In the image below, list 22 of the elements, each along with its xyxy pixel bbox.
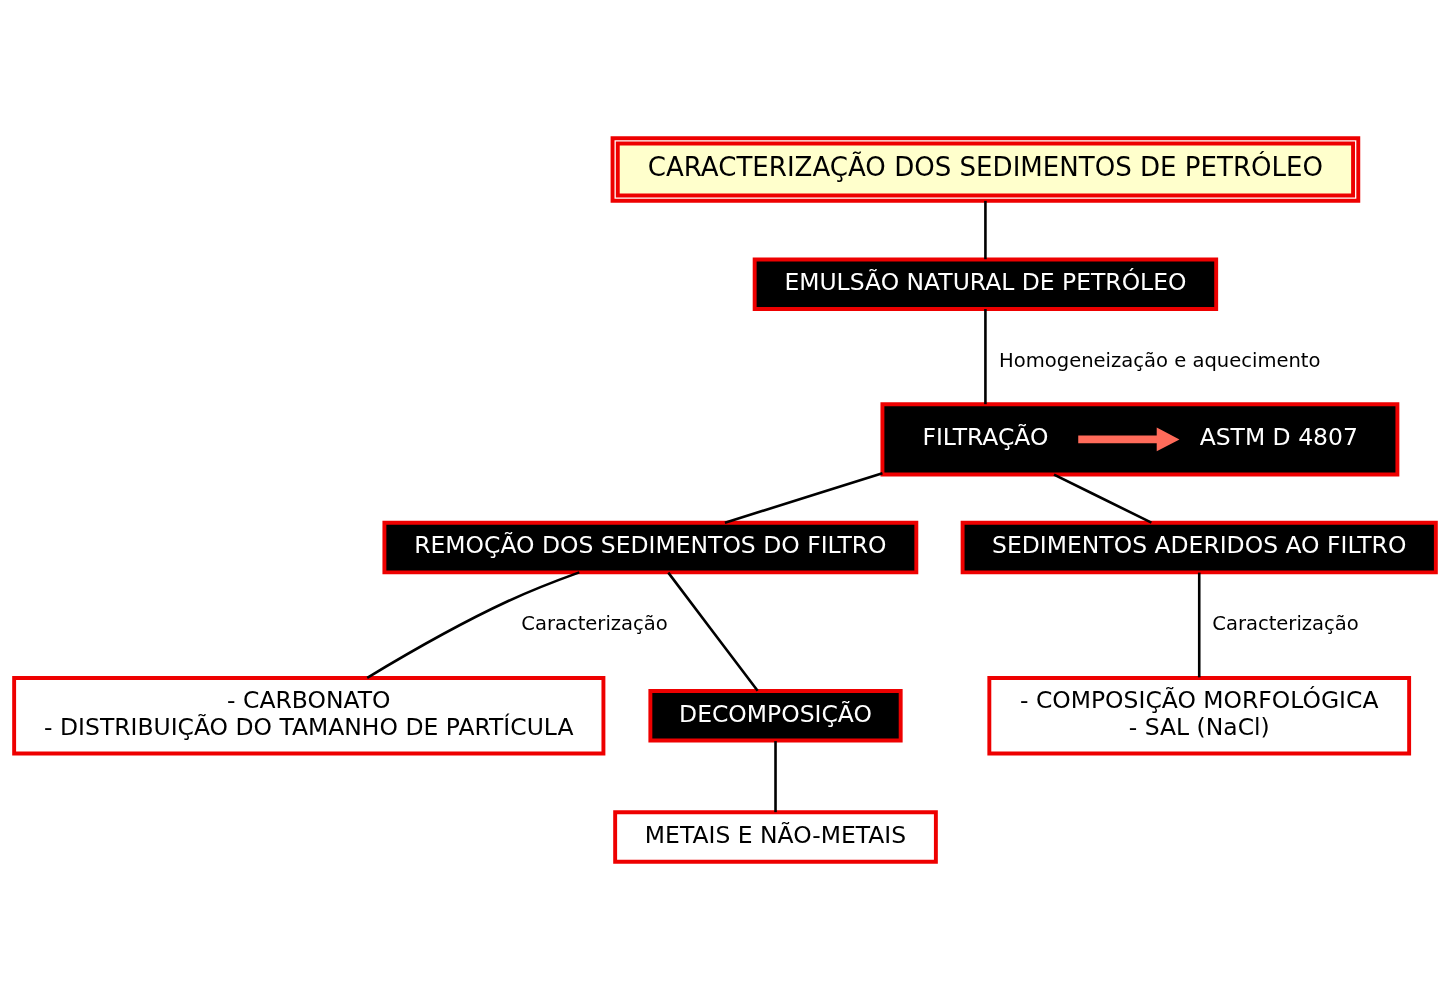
- cluster: [880, 402, 1400, 477]
- node-text: ASTM D 4807: [1199, 423, 1358, 452]
- node-box: - CARBONATO - DISTRIBUIÇÃO DO TAMANHO DE PARTÍCULA: [12, 676, 606, 756]
- node-box: REMOÇÃO DOS SEDIMENTOS DO FILTRO: [382, 520, 919, 575]
- node-box: EMULSÃO NATURAL DE PETRÓLEO: [752, 257, 1219, 311]
- edge-label: Caracterização: [1212, 612, 1359, 636]
- connector: [366, 571, 580, 679]
- node-text: FILTRAÇÃO: [922, 423, 1049, 452]
- edge-label: Caracterização: [521, 612, 668, 636]
- node-box: SEDIMENTOS ADERIDOS AO FILTRO: [960, 520, 1438, 575]
- connector: [984, 200, 987, 260]
- edge-label: Homogeneização e aquecimento: [999, 349, 1321, 373]
- node-box: METAIS E NÃO-METAIS: [613, 810, 938, 864]
- connector: [724, 471, 883, 525]
- connector: [774, 741, 777, 813]
- node-box: - COMPOSIÇÃO MORFOLÓGICA - SAL (NaCl): [987, 676, 1412, 756]
- connector: [667, 571, 759, 692]
- connector: [984, 309, 987, 405]
- connector: [1053, 473, 1152, 524]
- connector: [1197, 572, 1201, 678]
- node-box: CARACTERIZAÇÃO DOS SEDIMENTOS DE PETRÓLEO: [610, 136, 1361, 203]
- node-box: DECOMPOSIÇÃO: [648, 689, 903, 743]
